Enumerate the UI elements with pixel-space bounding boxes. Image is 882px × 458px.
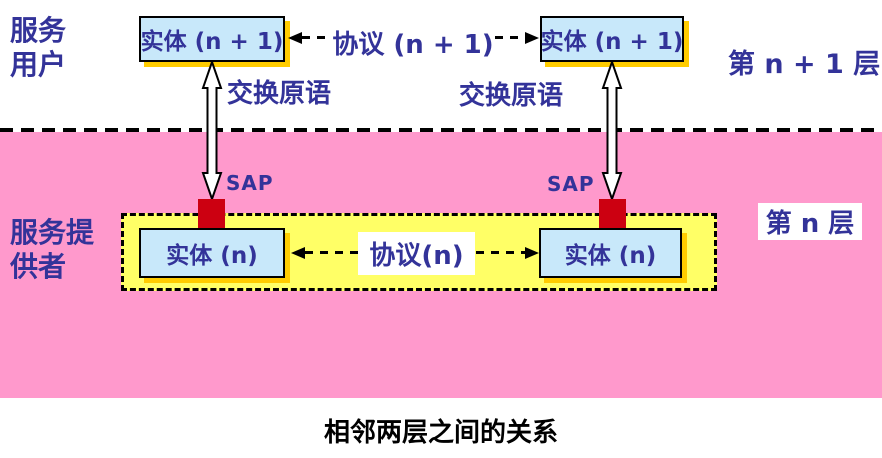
layer-boundary-dashed-line: [0, 128, 882, 132]
upper-protocol-arrow-left: [288, 31, 332, 44]
lower-protocol-label-box: 协议(n): [358, 232, 475, 275]
lower-protocol-arrow-right: [476, 246, 539, 259]
upper-protocol-arrow-right: [495, 31, 539, 44]
dashed-line: [476, 251, 525, 254]
exchange-primitives-label-right: 交换原语: [459, 81, 564, 111]
service-provider-label: 服务提 供者: [10, 216, 94, 284]
diagram-caption: 相邻两层之间的关系: [323, 418, 558, 448]
sap-square-right: [599, 199, 626, 229]
service-user-line2: 用户: [10, 48, 67, 81]
layer-n-label: 第 n 层: [765, 209, 855, 239]
lower-protocol-label: 协议(n): [369, 241, 464, 271]
service-provider-line1: 服务提: [10, 216, 95, 249]
entity-n-plus-1-right-label: 实体 (n + 1): [540, 29, 684, 55]
sap-label-left: SAP: [226, 171, 274, 195]
entity-n-plus-1-left-box: 实体 (n + 1): [139, 16, 285, 62]
dashed-line: [302, 36, 332, 39]
sap-square-left: [198, 199, 225, 229]
upper-protocol-label: 协议 (n + 1): [332, 30, 494, 60]
entity-n-plus-1-left-label: 实体 (n + 1): [140, 29, 284, 55]
service-user-label: 服务 用户: [10, 14, 66, 82]
arrow-right-icon: [525, 246, 539, 259]
arrow-left-icon: [291, 246, 305, 259]
entity-n-right-label: 实体 (n): [564, 243, 657, 269]
dashed-line: [305, 251, 358, 254]
primitive-double-arrow-left: [201, 61, 223, 200]
layer-n-label-box: 第 n 层: [758, 203, 862, 240]
service-user-line1: 服务: [10, 14, 67, 47]
primitive-double-arrow-right: [601, 61, 623, 200]
arrow-left-icon: [288, 31, 302, 44]
arrow-right-icon: [525, 31, 539, 44]
entity-n-right-box: 实体 (n): [539, 228, 682, 278]
lower-protocol-arrow-left: [291, 246, 358, 259]
entity-n-left-box: 实体 (n): [139, 228, 285, 278]
layer-n-plus-1-label: 第 n + 1 层: [728, 49, 881, 80]
service-provider-line2: 供者: [10, 250, 67, 283]
entity-n-left-label: 实体 (n): [166, 243, 258, 269]
sap-label-right: SAP: [547, 172, 595, 196]
exchange-primitives-label-left: 交换原语: [227, 79, 332, 109]
entity-n-plus-1-right-box: 实体 (n + 1): [540, 16, 684, 62]
dashed-line: [495, 36, 525, 39]
